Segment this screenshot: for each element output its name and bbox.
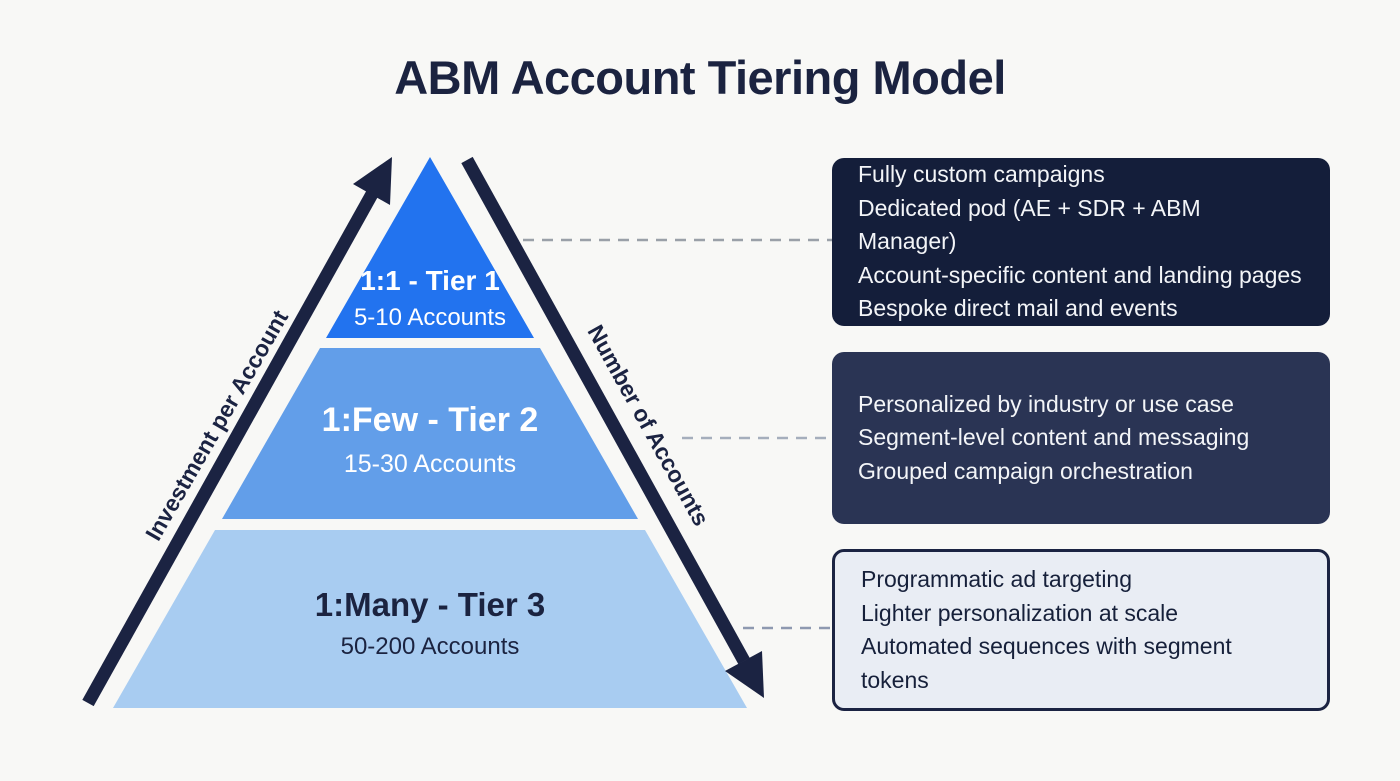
accounts-arrowhead-icon [725,651,764,698]
page-title: ABM Account Tiering Model [394,51,1006,104]
callout-line: Account-specific content and landing pag… [858,261,1302,288]
callout-line: Bespoke direct mail and events [858,295,1178,322]
callout-line: Segment-level content and messaging [858,424,1250,451]
pyramid-tier2-shape [222,348,638,519]
pyramid-tier3-shape [113,530,747,708]
tier2-callout-box: Personalized by industry or use case Seg… [832,352,1330,524]
callout-line: Programmatic ad targeting [861,566,1133,592]
callout-line: Automated sequences with segment tokens [861,633,1232,693]
tier3-callout-box: Programmatic ad targeting Lighter person… [832,549,1330,711]
callout-line: Dedicated pod (AE + SDR + ABM Manager) [858,194,1201,255]
callout-line: Grouped campaign orchestration [858,457,1193,484]
callout-line: Fully custom campaigns [858,161,1105,188]
callout-line: Personalized by industry or use case [858,390,1234,417]
callout-line: Lighter personalization at scale [861,599,1179,626]
pyramid-tier1-shape [326,157,534,338]
tier1-callout-box: Fully custom campaigns Dedicated pod (AE… [832,158,1330,326]
investment-arrow-shaft [82,190,378,707]
investment-arrowhead-icon [353,157,392,205]
accounts-arrow-shaft [461,156,750,665]
